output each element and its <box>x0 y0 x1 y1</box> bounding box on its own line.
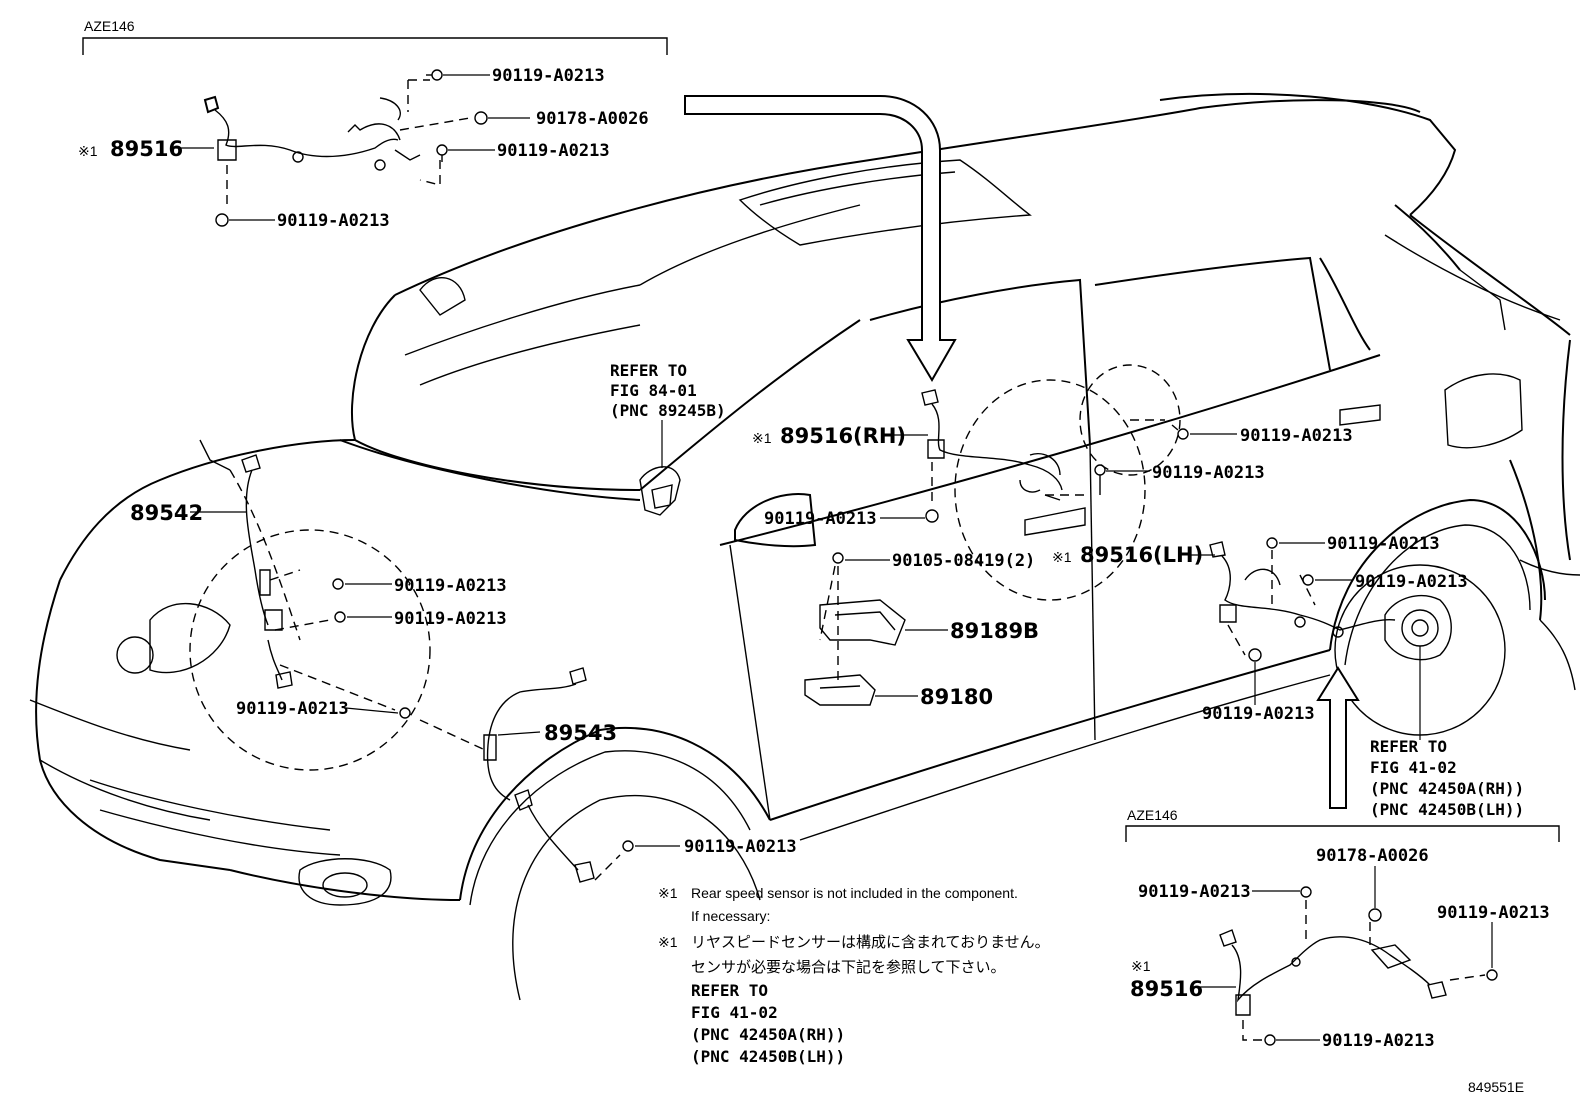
part-number: 90119-A0213 <box>236 699 349 719</box>
bolt-icon <box>1486 969 1498 981</box>
part-number: 90119-A0213 <box>1240 426 1353 446</box>
bolt-icon <box>1264 1034 1276 1046</box>
part-number: 90119-A0213 <box>497 141 610 161</box>
mark-symbol: ※1 <box>752 430 772 446</box>
ref-text: (PNC 42450A(RH)) <box>691 1025 845 1044</box>
inset-bottom-right: AZE146 90119-A0213 90178-A0026 90119-A02… <box>1125 807 1560 1051</box>
bolt-icon <box>1171 424 1189 440</box>
mark-symbol: ※1 <box>1131 958 1151 974</box>
part-number: 90119-A0213 <box>394 609 507 629</box>
ref-text: (PNC 42450B(LH)) <box>691 1047 845 1066</box>
note-text: センサが必要な場合は下記を参照して下さい。 <box>691 958 1006 976</box>
bracket-ecu: 90105-08419(2) 89189B 89180 <box>804 551 1039 709</box>
bolt-icon <box>1094 464 1106 495</box>
part-number: 89189B <box>950 619 1039 643</box>
note-text: Rear speed sensor is not included in the… <box>691 885 1018 901</box>
part-number: 89543 <box>544 721 617 745</box>
locator-arrow-top <box>684 95 957 382</box>
bolt-icon <box>1248 648 1262 662</box>
part-number: 89516(RH) <box>780 424 906 448</box>
part-number: 90119-A0213 <box>1138 882 1251 902</box>
bolt-icon <box>399 707 411 719</box>
clip-icon <box>474 111 488 125</box>
part-number: 89180 <box>920 685 993 709</box>
ref-text: REFER TO <box>691 981 768 1000</box>
bolt-icon <box>426 69 443 81</box>
ref-text: (PNC 42450A(RH)) <box>1370 779 1524 798</box>
inset-top-left: AZE146 ※1 89516 90119-A0213 90178-A0026 … <box>78 18 668 231</box>
part-number: 90119-A0213 <box>394 576 507 596</box>
bolt-icon <box>334 611 346 623</box>
part-number: 90119-A0213 <box>1152 463 1265 483</box>
locator-arrow-bottom <box>1316 666 1360 809</box>
mark-symbol: ※1 <box>658 934 678 950</box>
reference-fig-84: REFER TO FIG 84-01 (PNC 89245B) <box>610 361 726 516</box>
part-number: 90178-A0026 <box>536 109 649 129</box>
bolt-icon <box>1302 574 1314 586</box>
part-number: 90119-A0213 <box>492 66 605 86</box>
front-sensor-right: 89543 90119-A0213 <box>419 667 797 883</box>
bolt-icon <box>215 213 229 227</box>
part-number: 89516 <box>1130 977 1203 1001</box>
note-text: リヤスピードセンサーは構成に含まれておりません。 <box>691 933 1050 951</box>
part-number: 90119-A0213 <box>1437 903 1550 923</box>
bolt-icon <box>622 840 634 852</box>
car-outline <box>29 92 1581 1001</box>
ref-text: FIG 84-01 <box>610 381 697 400</box>
rear-sensor-rh: ※1 89516(RH) 90119-A0213 90119-A0213 901… <box>752 389 1353 529</box>
part-number: 90119-A0213 <box>1202 704 1315 724</box>
inset-group-label: AZE146 <box>84 18 135 34</box>
ref-text: (PNC 42450B(LH)) <box>1370 800 1524 819</box>
bolt-icon <box>1266 537 1278 549</box>
mark-symbol: ※1 <box>78 143 98 159</box>
bolt-icon <box>332 578 344 590</box>
part-number: 90119-A0213 <box>764 509 877 529</box>
part-number: 90119-A0213 <box>277 211 390 231</box>
front-sensor-left: 89542 90119-A0213 90119-A0213 90119-A021… <box>130 454 507 719</box>
bolt-icon <box>832 552 844 564</box>
bolt-icon <box>925 509 939 523</box>
figure-number: 849551E <box>1468 1079 1524 1095</box>
part-number: 90119-A0213 <box>1327 534 1440 554</box>
bolt-icon <box>1300 886 1312 898</box>
part-number: 90119-A0213 <box>1355 572 1468 592</box>
ref-text: REFER TO <box>610 361 687 380</box>
ref-text: REFER TO <box>1370 737 1447 756</box>
reference-fig-41-right: REFER TO FIG 41-02 (PNC 42450A(RH)) (PNC… <box>1370 737 1524 819</box>
ref-text: FIG 41-02 <box>691 1003 778 1022</box>
part-number: 89516(LH) <box>1080 543 1203 567</box>
mark-symbol: ※1 <box>1052 549 1072 565</box>
part-number: 90119-A0213 <box>1322 1031 1435 1051</box>
part-number: 90178-A0026 <box>1316 846 1429 866</box>
note-text: If necessary: <box>691 908 770 924</box>
part-number: 89542 <box>130 501 203 525</box>
inset-group-label: AZE146 <box>1127 807 1178 823</box>
part-number: 90119-A0213 <box>684 837 797 857</box>
notes-block: ※1 Rear speed sensor is not included in … <box>658 885 1050 1066</box>
mark-symbol: ※1 <box>658 885 678 901</box>
bolt-icon <box>436 144 448 162</box>
part-number: 90105-08419(2) <box>892 551 1035 571</box>
clip-icon <box>1368 908 1382 922</box>
ref-text: (PNC 89245B) <box>610 401 726 420</box>
rear-sensor-lh: ※1 89516(LH) 90119-A0213 90119-A0213 901… <box>1052 534 1468 740</box>
part-number: 89516 <box>110 137 183 161</box>
ref-text: FIG 41-02 <box>1370 758 1457 777</box>
